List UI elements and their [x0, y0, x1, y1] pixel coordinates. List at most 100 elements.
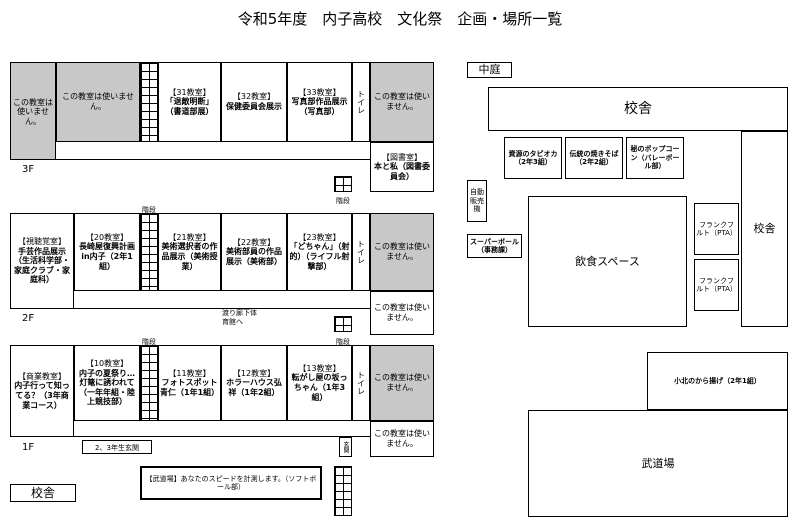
room-1f-unused: この教室は使いません。	[370, 345, 434, 421]
room-name: 【13教室】	[298, 363, 341, 373]
vending-machine: 自動販売機	[467, 180, 487, 222]
room-note: 美術部員の作品展示（美術部）	[226, 247, 282, 266]
room-1f-unused-2: この教室は使いません。	[370, 421, 434, 457]
room-note: 「どちゃん」（射的）（ライフル射撃部）	[289, 242, 350, 271]
stall-text: スーパーボール（事務課）	[470, 237, 519, 254]
room-3f-unused-3: この教室は使いません。	[370, 62, 434, 142]
room-2f-unused-2: この教室は使いません。	[370, 291, 434, 335]
room-name: 【32教室】	[232, 92, 276, 102]
entrance-23: 2、3年生玄関	[82, 440, 152, 454]
stall-text: 秘のポップコーン（バレーボール部）	[630, 145, 680, 171]
stairs-2f-east	[334, 316, 352, 332]
room-note: この教室は使いません。	[374, 373, 430, 392]
kousha-top: 校舎	[488, 87, 788, 131]
food-space-label: 飲食スペース	[575, 254, 640, 268]
room-13: 【13教室】 転がし屋の坂っちゃん（1年3組）	[287, 345, 352, 421]
room-name: 【視聴覚室】	[18, 237, 66, 247]
room-note: この教室は使いません。	[62, 92, 134, 111]
room-note: 写真部作品展示（写真部）	[291, 97, 348, 116]
room-note: 美術選択者の作品展示（美術授業）	[161, 242, 218, 271]
toilet-2f: トイレ	[352, 213, 370, 291]
room-note: この教室は使いません。	[374, 92, 430, 111]
stall-frankfurt-1: フランクフルト（PTA）	[694, 203, 739, 255]
stairs-1f	[140, 345, 158, 421]
budojo: 武道場	[528, 410, 788, 517]
softball-speed: 【武道場】あなたのスピードを計測します。（ソフトボール部）	[140, 466, 322, 500]
room-33: 【33教室】 写真部作品展示（写真部）	[287, 62, 352, 142]
kousha-left: 校舎	[10, 484, 76, 502]
corridor-1f	[74, 421, 370, 437]
food-space: 飲食スペース	[528, 196, 687, 327]
floor-label-2f: 2F	[22, 313, 35, 324]
room-name: 【23教室】	[298, 232, 341, 242]
room-name: 【12教室】	[232, 368, 276, 378]
kousha-right: 校舎	[741, 131, 788, 327]
kousha-right-label: 校舎	[753, 222, 776, 236]
budojo-label: 武道場	[641, 456, 675, 470]
stall-text: 伝統の焼きそば（2年2組）	[569, 149, 619, 166]
stairs-label: 階段	[142, 206, 156, 214]
room-name: 【31教室】	[168, 87, 211, 97]
stairs-2f	[140, 213, 158, 291]
room-20: 【20教室】 長崎屋復興計画in内子（2年1組）	[74, 213, 140, 291]
kousha-top-label: 校舎	[624, 100, 652, 117]
stairs-label: 階段	[336, 338, 350, 346]
room-name: 【図書室】	[382, 152, 422, 162]
room-name: 【商業教室】	[18, 371, 66, 381]
room-31: 【31教室】 「退敵明断」（書道部展）	[158, 62, 221, 142]
stairs-label: 階段	[142, 338, 156, 346]
stairs-label: 階段	[336, 197, 350, 205]
stall-superball: スーパーボール（事務課）	[467, 234, 522, 258]
room-11: 【11教室】 フォトスポット青仁（1年1組）	[158, 345, 221, 421]
softball-note: 【武道場】あなたのスピードを計測します。（ソフトボール部）	[145, 474, 317, 491]
room-name: 【22教室】	[232, 237, 276, 247]
courtyard-label: 中庭	[467, 62, 512, 78]
room-name: 【21教室】	[168, 232, 211, 242]
room-name: 【10教室】	[85, 359, 129, 369]
library: 【図書室】 本と私（図書委員会）	[370, 142, 434, 192]
stairs-3f	[140, 62, 158, 142]
room-note: 内子行って知ってる？（3年商業コース）	[14, 381, 70, 410]
room-21: 【21教室】 美術選択者の作品展示（美術授業）	[158, 213, 221, 291]
room-22: 【22教室】 美術部員の作品展示（美術部）	[221, 213, 287, 291]
room-note: 「退敵明断」（書道部展）	[165, 97, 214, 116]
room-audiovisual: 【視聴覚室】 手芸作品展示（生活科学部・家庭クラブ・家庭科）	[10, 213, 74, 309]
room-3f-unused-2: この教室は使いません。	[56, 62, 140, 142]
stall-popcorn: 秘のポップコーン（バレーボール部）	[626, 137, 684, 179]
room-note: この教室は使いません。	[374, 242, 430, 261]
room-note: 長崎屋復興計画in内子（2年1組）	[79, 242, 135, 271]
room-2f-unused: この教室は使いません。	[370, 213, 434, 291]
room-note: この教室は使いません。	[13, 97, 53, 126]
stall-yakisoba: 伝統の焼きそば（2年2組）	[565, 137, 623, 179]
room-note: フォトスポット青仁（1年1組）	[160, 378, 220, 397]
stairs-3f-east	[334, 176, 352, 192]
corridor-label: 渡り廊下体育館へ	[222, 309, 257, 327]
room-note: 本と私（図書委員会）	[374, 162, 430, 181]
room-name: 【33教室】	[298, 87, 341, 97]
stall-text: フランクフルト（PTA）	[696, 276, 737, 293]
room-note: この教室は使いません。	[374, 429, 430, 448]
corridor-3f	[56, 142, 370, 160]
room-note: この教室は使いません。	[374, 303, 430, 322]
corridor-2f	[74, 291, 370, 309]
room-commerce: 【商業教室】 内子行って知ってる？（3年商業コース）	[10, 345, 74, 437]
toilet-3f: トイレ	[352, 62, 370, 142]
stall-frankfurt-2: フランクフルト（PTA）	[694, 259, 739, 311]
room-note: 転がし屋の坂っちゃん（1年3組）	[291, 373, 348, 402]
room-note: ホラーハウス弘祥（1年2組）	[226, 378, 282, 397]
genkan: 玄関	[339, 437, 352, 457]
stall-text: 資源のタピオカ（2年3組）	[508, 149, 558, 166]
room-name: 【20教室】	[85, 232, 129, 242]
room-23: 【23教室】 「どちゃん」（射的）（ライフル射撃部）	[287, 213, 352, 291]
stall-karaage: 小北のから揚げ（2年1組）	[647, 352, 788, 410]
stall-text: 小北のから揚げ（2年1組）	[674, 376, 761, 385]
room-10: 【10教室】 内子の夏祭り…灯篭に誘われて（一年年組・陸上競技部）	[74, 345, 140, 421]
page-title: 令和5年度 内子高校 文化祭 企画・場所一覧	[237, 10, 563, 28]
room-note: 内子の夏祭り…灯篭に誘われて（一年年組・陸上競技部）	[79, 368, 135, 407]
floor-label-1f: 1F	[22, 442, 35, 453]
vending-label: 自動販売機	[470, 188, 484, 214]
room-name: 【11教室】	[168, 368, 211, 378]
stall-tapioca: 資源のタピオカ（2年3組）	[504, 137, 562, 179]
room-12: 【12教室】 ホラーハウス弘祥（1年2組）	[221, 345, 287, 421]
toilet-1f: トイレ	[352, 345, 370, 421]
